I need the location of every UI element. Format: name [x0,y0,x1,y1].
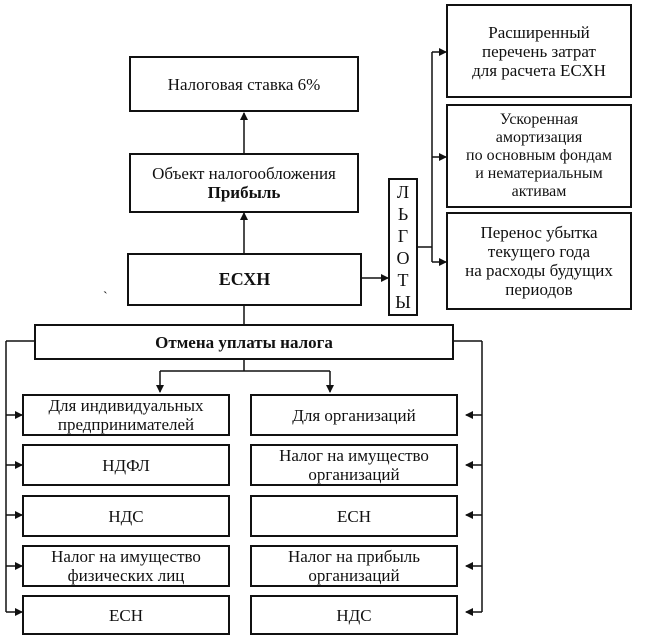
lgoty-letter: Л [396,182,410,202]
stray-mark: ˋ [103,290,108,305]
esxn-box: ЕСХН [127,253,362,306]
left-item-label: НДФЛ [102,455,150,475]
tax-rate-label: Налоговая ставка 6% [167,74,321,94]
right-item-box: Налог на имущество организаций [250,444,458,486]
left-item-box: НДФЛ [22,444,230,486]
left-item-box: Налог на имущество физических лиц [22,545,230,587]
benefit-1-label: Расширенный перечень затрат для расчета … [472,22,606,80]
left-header-label: Для индивидуальных предпринимателей [48,396,204,434]
left-item-box: НДС [22,495,230,537]
lgoty-letter: Ы [395,292,411,312]
left-header-box: Для индивидуальных предпринимателей [22,394,230,436]
right-header-label: Для организаций [292,405,416,425]
object-box: Объект налогообложения Прибыль [129,153,359,213]
right-item-box: ЕСН [250,495,458,537]
right-item-box: Налог на прибыль организаций [250,545,458,587]
lgoty-letter: Ь [397,204,409,224]
benefit-box-1: Расширенный перечень затрат для расчета … [446,4,632,98]
esxn-label: ЕСХН [218,269,271,289]
right-item-label: ЕСН [337,506,371,526]
lgoty-box: Л Ь Г О Т Ы [388,178,418,316]
left-item-label: НДС [108,506,144,526]
tax-rate-box: Налоговая ставка 6% [129,56,359,112]
lgoty-letter: О [396,248,410,268]
right-item-label: Налог на имущество организаций [279,446,429,484]
lgoty-letter: Г [397,226,409,246]
right-item-label: НДС [336,605,372,625]
cancel-box: Отмена уплаты налога [34,324,454,360]
left-item-label: Налог на имущество физических лиц [51,547,201,585]
benefit-3-label: Перенос убытка текущего года на расходы … [465,223,613,299]
right-item-label: Налог на прибыль организаций [287,547,421,585]
left-item-label: ЕСН [109,605,143,625]
object-profit-label: Прибыль [207,183,281,202]
right-item-box: НДС [250,595,458,635]
benefit-box-3: Перенос убытка текущего года на расходы … [446,212,632,310]
object-label: Объект налогообложения [152,164,336,183]
right-header-box: Для организаций [250,394,458,436]
benefit-2-label: Ускоренная амортизация по основным фонда… [466,111,612,200]
lgoty-letter: Т [397,270,409,290]
benefit-box-2: Ускоренная амортизация по основным фонда… [446,104,632,208]
cancel-label: Отмена уплаты налога [155,332,333,352]
left-item-box: ЕСН [22,595,230,635]
